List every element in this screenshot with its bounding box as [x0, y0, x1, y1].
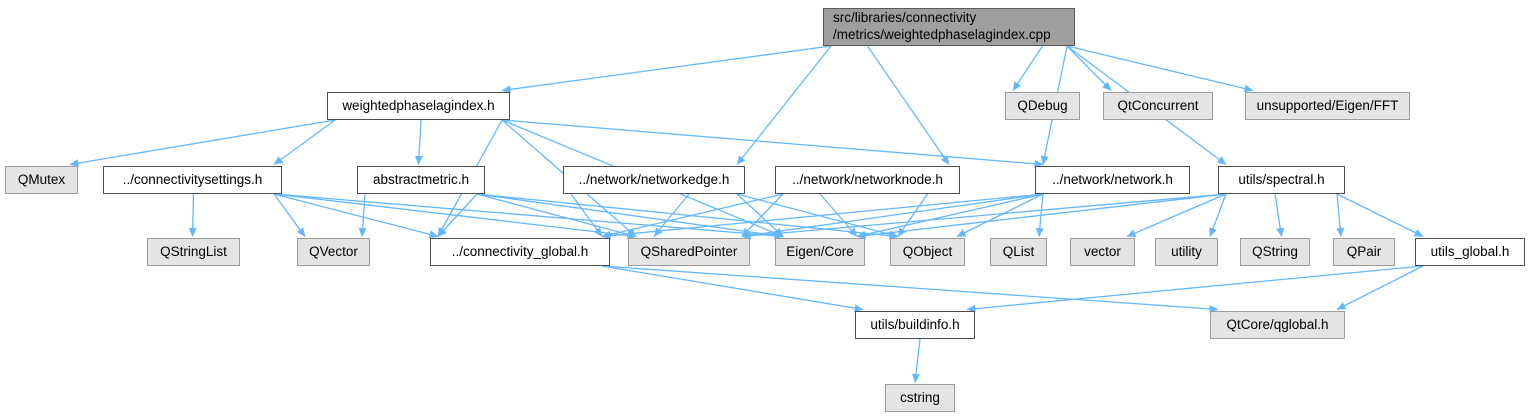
- include-edge-abstractmetric-h--connglobal-h: [437, 193, 478, 237]
- graph-node-qobject: QObject: [890, 238, 965, 266]
- graph-node-network-h[interactable]: ../network/network.h: [1035, 166, 1190, 194]
- include-edge-networknode-h--qobject: [897, 193, 929, 237]
- include-edge-utilsglobal-h--qglobal-h: [1336, 265, 1424, 311]
- graph-node-connglobal-h[interactable]: ../connectivity_global.h: [430, 238, 610, 266]
- include-edge-spectral-h--vector: [1126, 193, 1227, 238]
- include-edge-root--eigen-fft: [1066, 45, 1254, 93]
- include-edge-network-h--qsharedpointer: [741, 193, 1044, 240]
- graph-node-qvector: QVector: [297, 238, 370, 266]
- graph-node-networkedge-h[interactable]: ../network/networkedge.h: [563, 166, 745, 194]
- graph-node-vector: vector: [1070, 238, 1135, 266]
- graph-node-networknode-h[interactable]: ../network/networknode.h: [775, 166, 960, 194]
- graph-node-qsharedpointer: QSharedPointer: [628, 238, 750, 266]
- include-edge-root--networknode-h: [866, 45, 950, 165]
- include-edge-spectral-h--utilsglobal-h: [1336, 193, 1424, 238]
- include-edge-abstractmetric-h--qobject: [476, 193, 899, 240]
- include-edge-root--qtconcurrent: [1066, 45, 1112, 91]
- include-edge-root--networkedge-h: [736, 45, 832, 165]
- include-edge-root--wpli-h: [501, 45, 832, 94]
- include-edge-abstractmetric-h--eigen-core: [476, 193, 784, 240]
- include-edge-connsettings-h--qstringlist: [188, 193, 197, 237]
- graph-node-wpli-h[interactable]: weightedphaselagindex.h: [327, 92, 510, 120]
- include-edge-wpli-h--network-h: [501, 119, 1044, 168]
- include-edge-spectral-h--utility: [1209, 193, 1227, 237]
- graph-node-qpair: QPair: [1333, 238, 1395, 266]
- graph-node-buildinfo-h[interactable]: utils/buildinfo.h: [855, 311, 975, 339]
- graph-node-qstringlist: QStringList: [147, 238, 240, 266]
- include-edge-connglobal-h--qglobal-h: [601, 265, 1219, 313]
- include-edge-network-h--eigen-core: [856, 193, 1044, 239]
- graph-node-qmutex: QMutex: [5, 166, 78, 194]
- include-edge-connsettings-h--qvector: [273, 193, 306, 237]
- graph-node-qdebug: QDebug: [1005, 92, 1080, 120]
- graph-node-eigen-core: Eigen/Core: [775, 238, 865, 266]
- include-edge-utilsglobal-h--buildinfo-h: [966, 265, 1424, 313]
- graph-node-connsettings-h[interactable]: ../connectivitysettings.h: [103, 166, 282, 194]
- include-edge-networkedge-h--connglobal-h: [570, 193, 603, 237]
- graph-node-cstring: cstring: [885, 384, 955, 412]
- include-edge-connsettings-h--eigen-core: [273, 193, 784, 240]
- graph-node-root: src/libraries/connectivity /metrics/weig…: [823, 8, 1075, 46]
- include-edge-wpli-h--qmutex: [69, 119, 336, 168]
- include-edge-network-h--qobject: [956, 193, 1044, 238]
- include-edge-root--qdebug: [1012, 45, 1044, 91]
- include-edge-connsettings-h--connglobal-h: [273, 193, 439, 239]
- graph-node-utility: utility: [1155, 238, 1218, 266]
- graph-node-utilsglobal-h[interactable]: utils_global.h: [1415, 238, 1525, 266]
- include-edge-networknode-h--qsharedpointer: [741, 193, 784, 237]
- include-edge-spectral-h--qsharedpointer: [741, 193, 1227, 240]
- include-edge-networknode-h--connglobal-h: [601, 193, 784, 239]
- graph-node-qlist: QList: [990, 238, 1047, 266]
- graph-node-qstring: QString: [1240, 238, 1310, 266]
- include-edge-spectral-h--qpair: [1336, 193, 1345, 237]
- include-edge-buildinfo-h--cstring: [911, 338, 921, 383]
- include-edge-wpli-h--connsettings-h: [273, 119, 336, 166]
- include-edge-network-h--connglobal-h: [601, 193, 1044, 240]
- graph-node-spectral-h[interactable]: utils/spectral.h: [1218, 166, 1345, 194]
- include-edge-wpli-h--abstractmetric-h: [414, 119, 423, 165]
- graph-node-abstractmetric-h[interactable]: abstractmetric.h: [357, 166, 485, 194]
- include-edge-networkedge-h--qsharedpointer: [653, 193, 690, 237]
- include-edge-spectral-h--eigen-core: [856, 193, 1227, 240]
- graph-node-eigen-fft: unsupported/Eigen/FFT: [1245, 92, 1410, 120]
- include-edge-networknode-h--eigen-core: [819, 193, 858, 237]
- include-edge-abstractmetric-h--qvector: [358, 193, 367, 237]
- include-edge-connsettings-h--qsharedpointer: [273, 193, 637, 240]
- graph-node-qtconcurrent: QtConcurrent: [1103, 92, 1213, 120]
- include-edge-networkedge-h--eigen-core: [736, 193, 784, 237]
- include-edge-connglobal-h--buildinfo-h: [601, 265, 864, 313]
- graph-node-qglobal-h: QtCore/qglobal.h: [1210, 311, 1345, 339]
- include-edge-abstractmetric-h--qsharedpointer: [476, 193, 637, 239]
- include-edge-spectral-h--qstring: [1274, 193, 1285, 237]
